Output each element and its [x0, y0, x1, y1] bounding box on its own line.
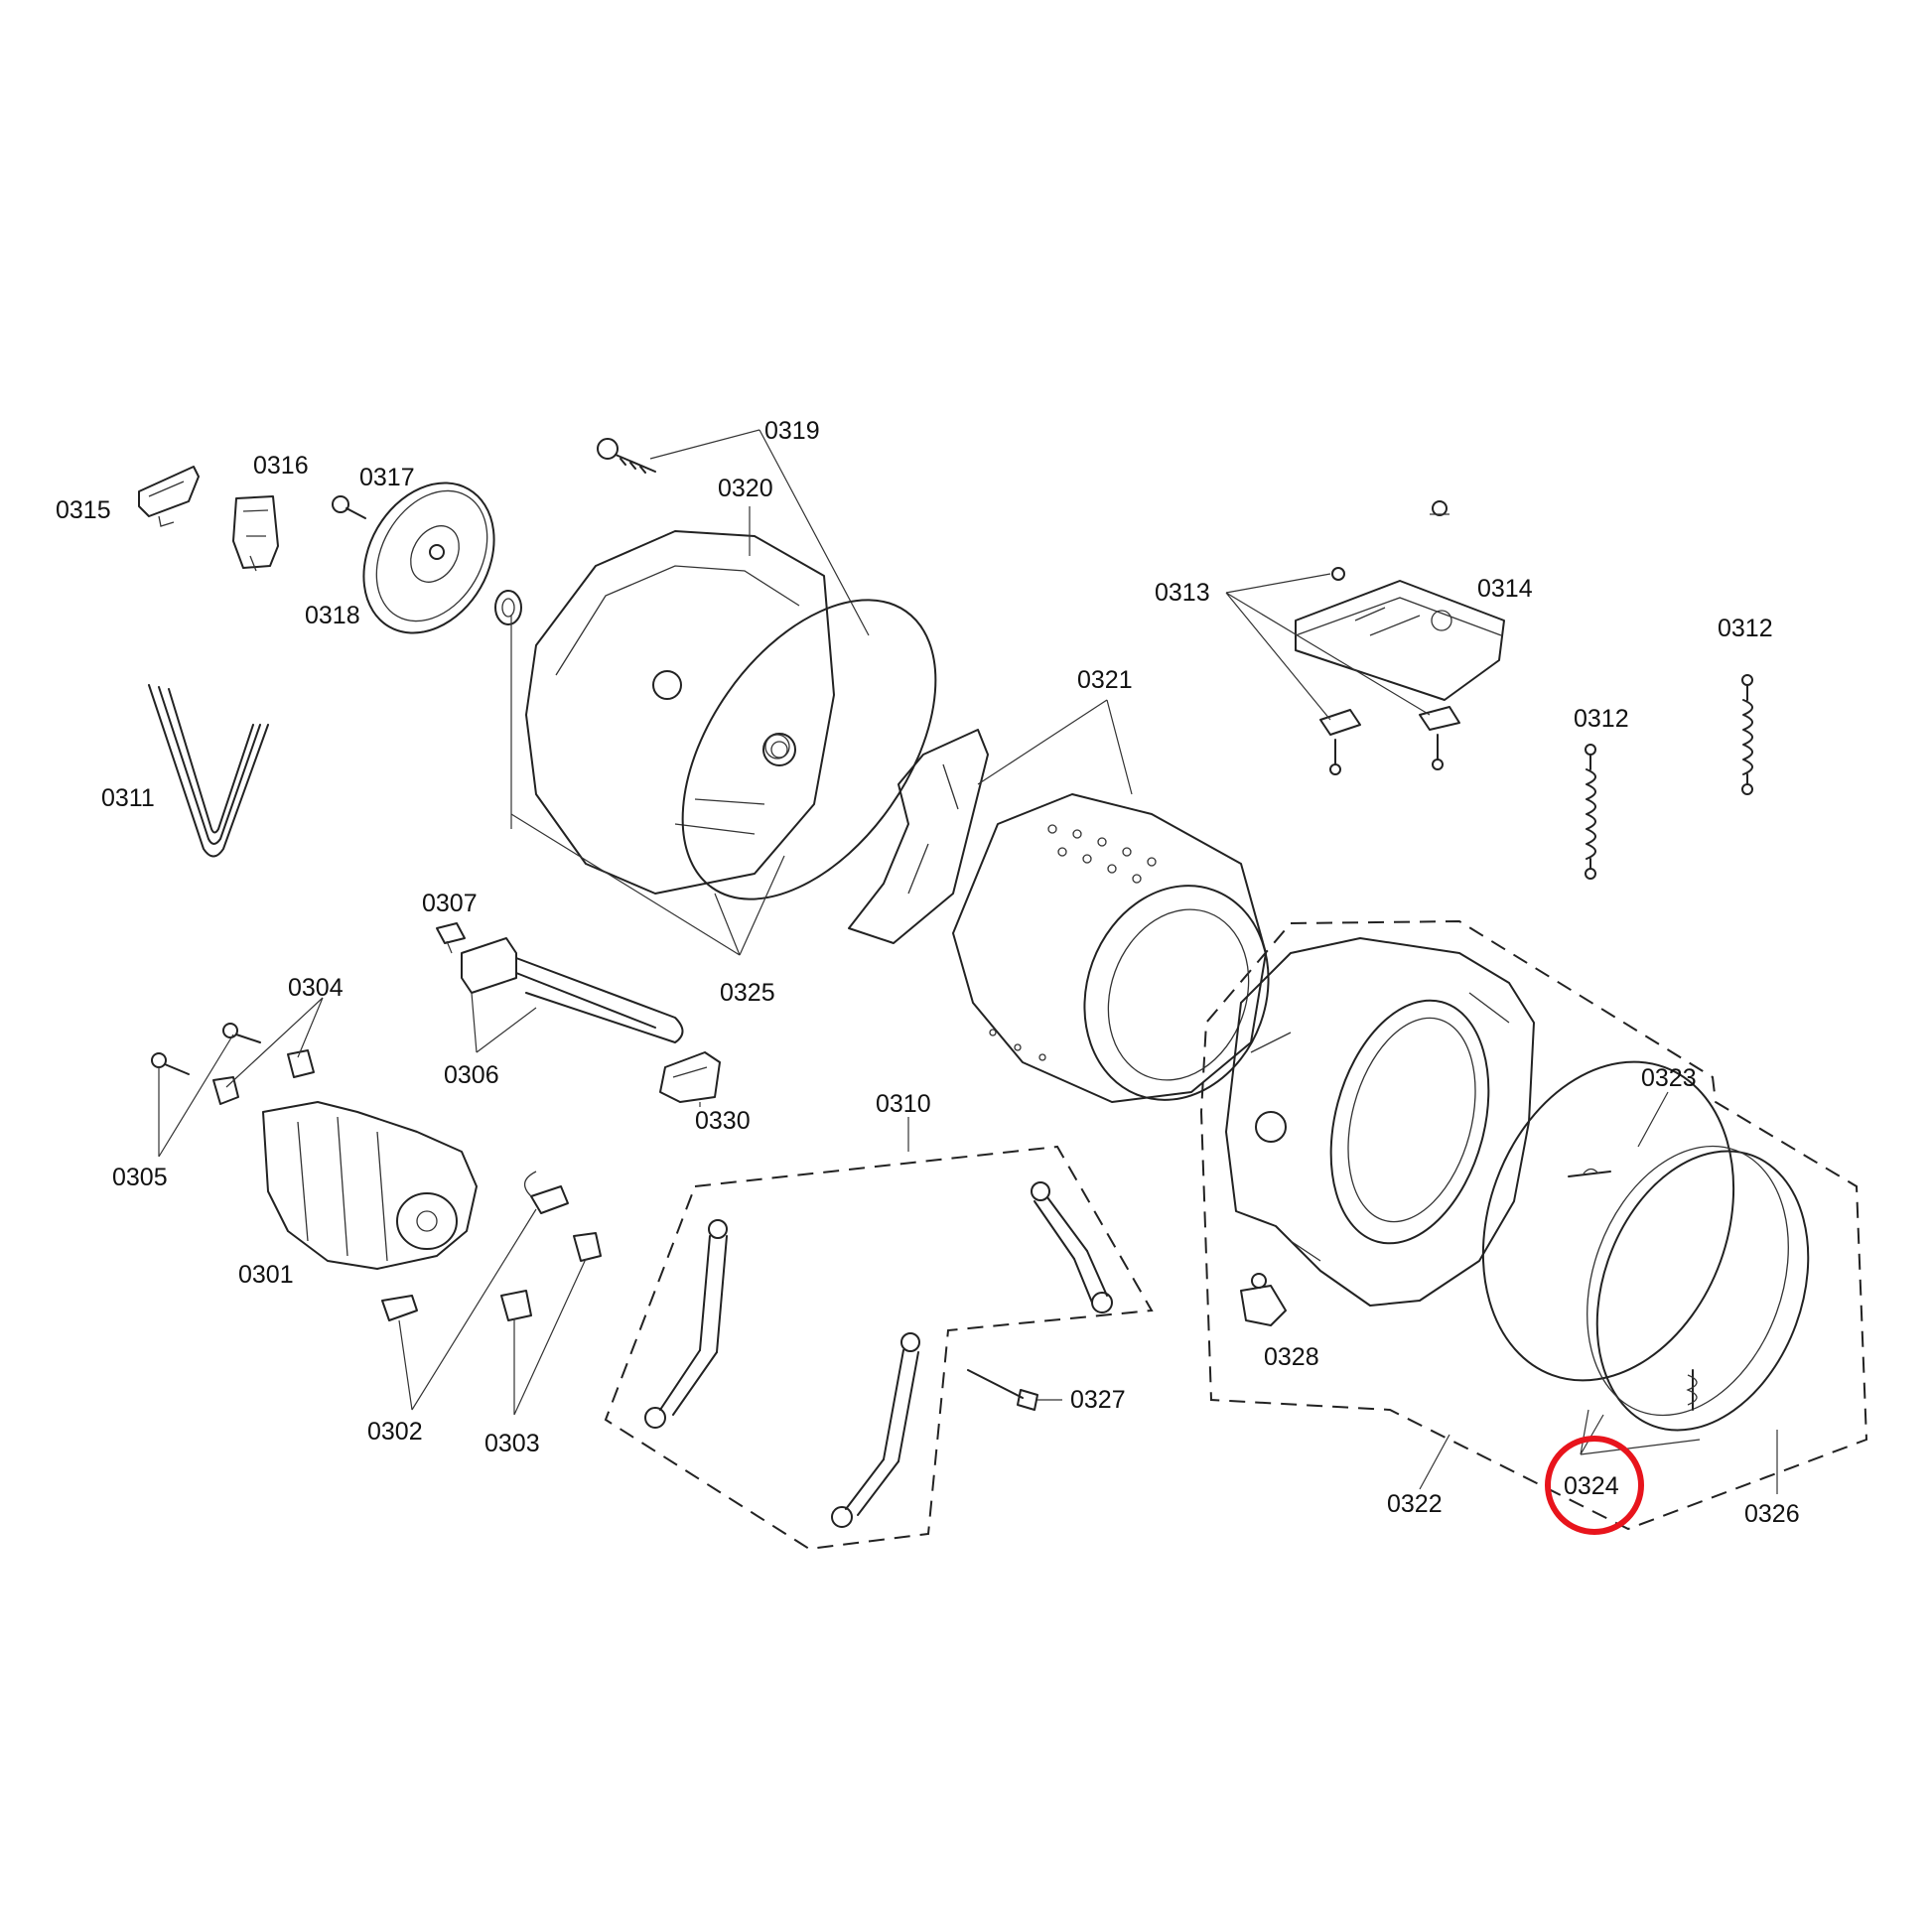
part-labels: 0315 0316 0317 0318 0319 0320 0311 0313 …: [56, 417, 1800, 1528]
heater-clip-0330: [659, 1051, 721, 1103]
label-0301: 0301: [238, 1261, 294, 1289]
label-0306: 0306: [444, 1061, 499, 1089]
label-0325: 0325: [720, 979, 775, 1007]
label-0321: 0321: [1077, 666, 1133, 694]
label-0312-b: 0312: [1718, 615, 1773, 642]
motor-mount-foot-b: [287, 1049, 315, 1078]
label-0304: 0304: [288, 974, 344, 1002]
label-0312-a: 0312: [1574, 705, 1629, 733]
label-0316: 0316: [253, 452, 309, 480]
label-0326: 0326: [1744, 1500, 1800, 1528]
suspension-spring-0312-b: [1741, 674, 1753, 795]
door-clamp-ring-0326: [1587, 1145, 1810, 1432]
rubber-buffer-0303-b: [500, 1290, 532, 1321]
pressure-part-0328: [1240, 1273, 1287, 1326]
screw-0304: [222, 1023, 261, 1043]
carbon-part-0302-bottom: [381, 1295, 418, 1321]
screw-0305: [151, 1052, 190, 1075]
label-0302: 0302: [367, 1418, 423, 1446]
label-0322: 0322: [1387, 1490, 1443, 1518]
label-0319: 0319: [764, 417, 820, 445]
counterweight-nut-0313: [1331, 567, 1345, 581]
label-0327: 0327: [1070, 1386, 1126, 1414]
bearing: [494, 590, 522, 625]
label-0324: 0324: [1564, 1472, 1619, 1500]
label-0313: 0313: [1155, 579, 1210, 607]
drive-belt-0311: [148, 684, 269, 858]
label-0307: 0307: [422, 890, 478, 917]
motor-mount-foot-a: [212, 1076, 239, 1105]
label-0323: 0323: [1641, 1064, 1697, 1092]
leader-lines: [158, 429, 1778, 1494]
label-0330: 0330: [695, 1107, 751, 1135]
suspension-spring-0312-a: [1585, 744, 1596, 880]
carbon-brush-holder-0316: [232, 495, 279, 572]
drum-0321: [952, 793, 1270, 1103]
label-0305: 0305: [112, 1164, 168, 1191]
label-0315: 0315: [56, 496, 111, 524]
label-0317: 0317: [359, 464, 415, 491]
tub-seal-ring-0325: [681, 599, 937, 900]
label-0314: 0314: [1477, 575, 1533, 603]
label-0328: 0328: [1264, 1343, 1319, 1371]
drum-pulley-0318: [362, 482, 495, 634]
shock-absorber-b: [1031, 1181, 1113, 1313]
counterweight-bracket-right: [1419, 706, 1460, 770]
counterweight-0314: [1295, 580, 1505, 701]
label-0303: 0303: [484, 1430, 540, 1457]
counterweight-bracket-left: [1319, 709, 1361, 775]
bolt-0327: [967, 1369, 1038, 1411]
shock-absorber-c: [831, 1332, 920, 1528]
tub-screw-0319: [597, 438, 656, 474]
label-0311: 0311: [101, 784, 155, 812]
front-tub-0322: [1225, 937, 1535, 1307]
motor-0301: [262, 1101, 478, 1270]
pulley-screw-0317: [332, 495, 366, 519]
label-0320: 0320: [718, 475, 773, 502]
carbon-brush-0315: [138, 466, 200, 527]
rubber-buffer-0303-a: [573, 1232, 602, 1262]
counterweight-nut-top: [1430, 500, 1449, 516]
ntc-sensor-0307: [436, 922, 466, 944]
highlight-circle-0324: [1545, 1436, 1644, 1535]
heater-element-0306: [461, 937, 684, 1043]
shock-absorber-a: [644, 1219, 728, 1429]
label-0318: 0318: [305, 602, 360, 629]
drum-spider-0321: [848, 729, 989, 944]
group-0322-outline: [1199, 919, 1868, 1531]
rear-tub-0320: [525, 530, 835, 895]
door-seal-0323: [1481, 1060, 1735, 1382]
label-0310: 0310: [876, 1090, 931, 1118]
carbon-part-0302-top: [524, 1171, 569, 1214]
group-0310-outline: [604, 1145, 1154, 1551]
